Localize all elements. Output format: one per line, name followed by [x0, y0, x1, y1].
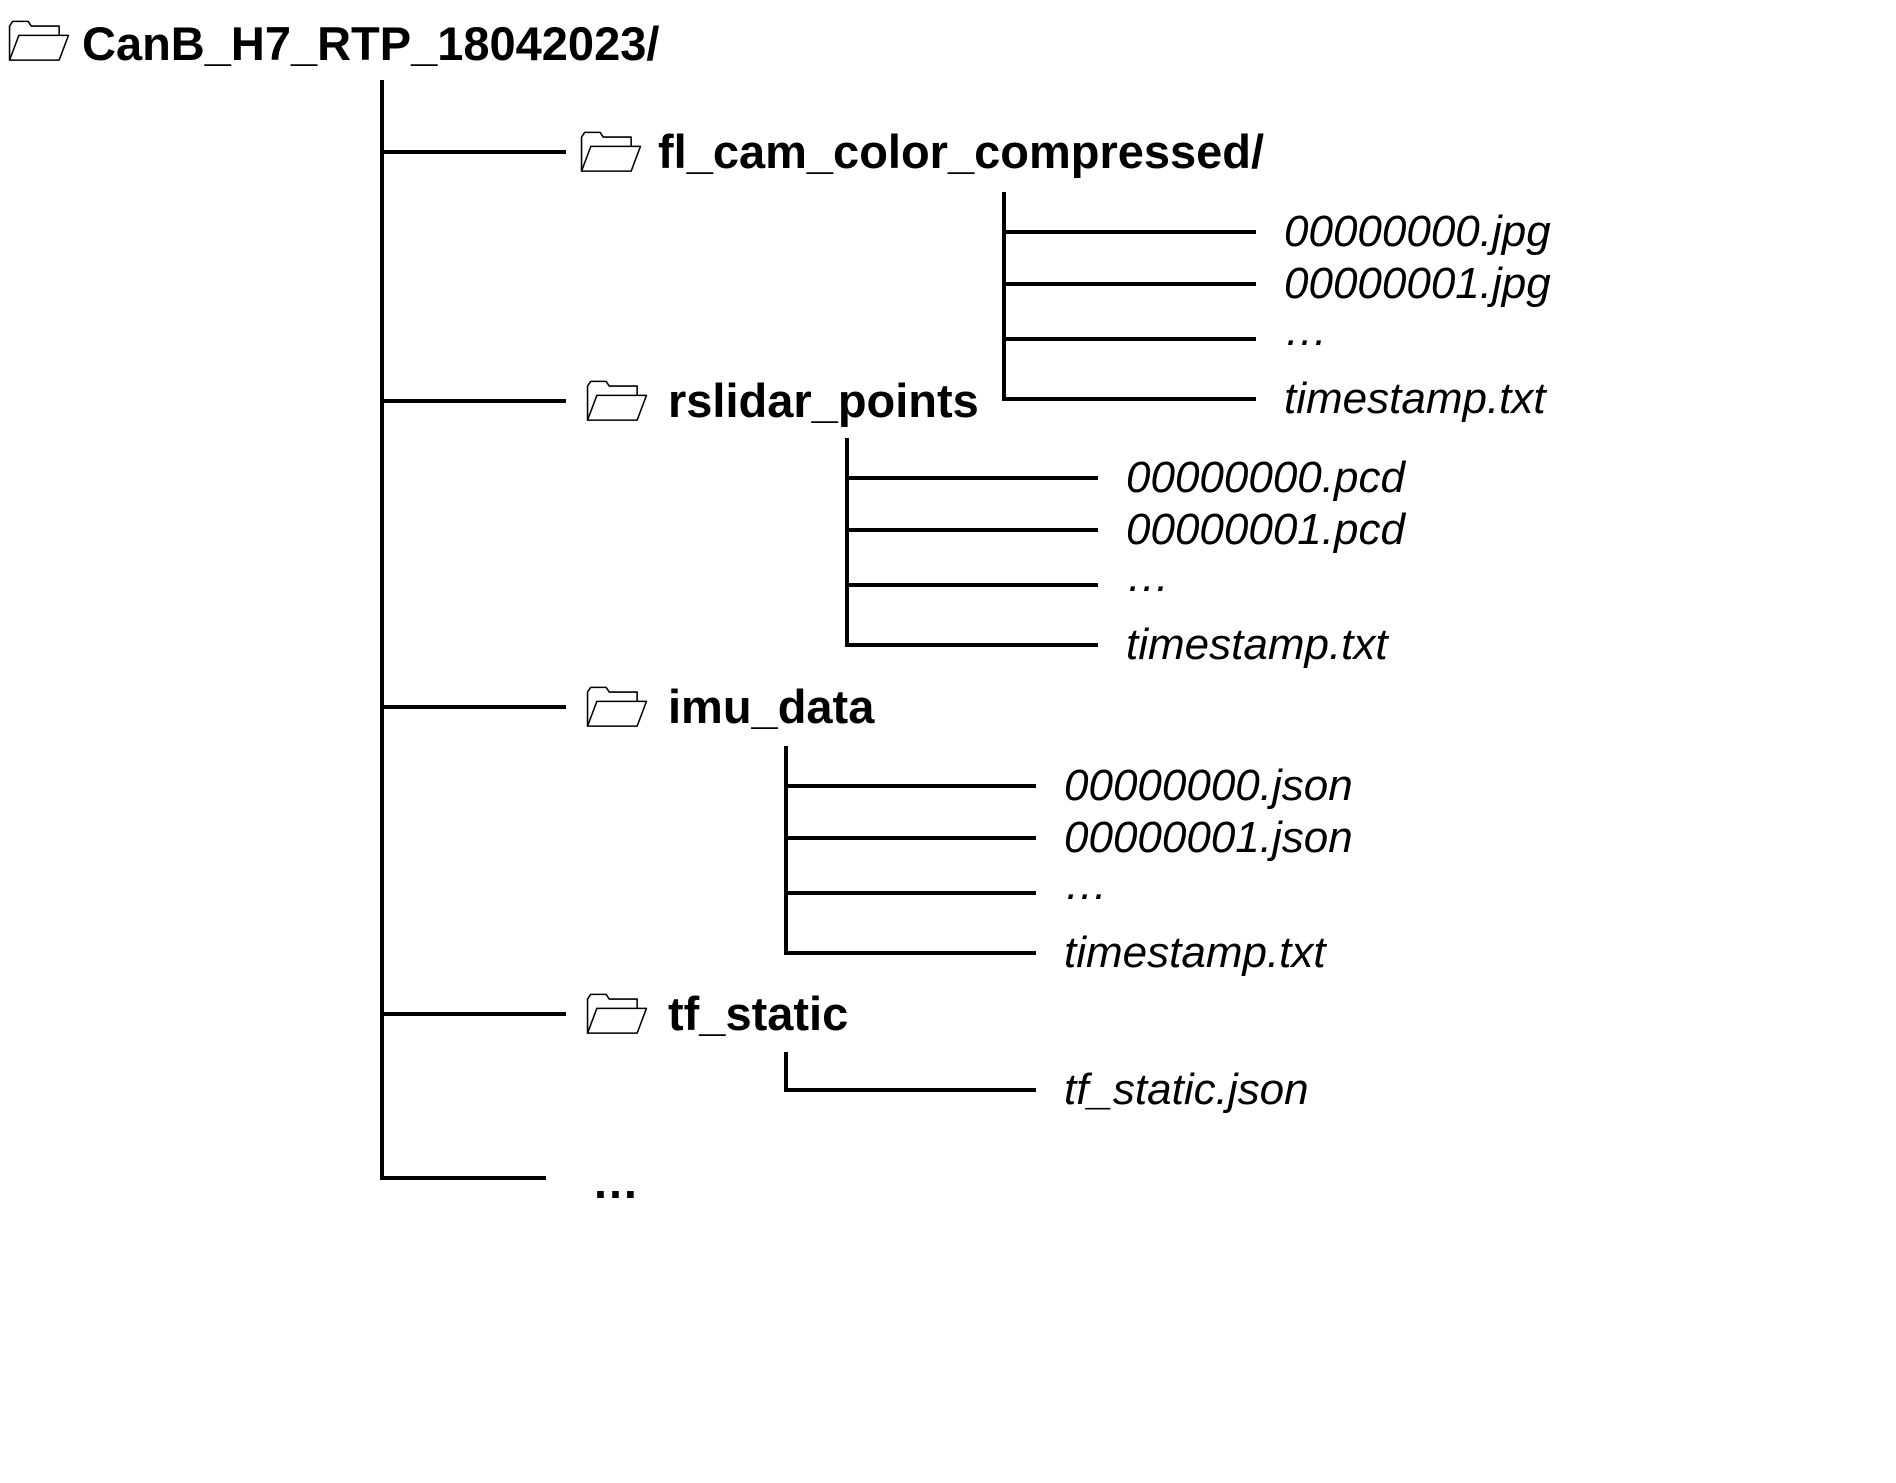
root-tree-trunk [380, 80, 384, 1180]
file-label-0-0: 00000000.jpg [1284, 207, 1551, 256]
more-ellipsis: … [592, 1155, 639, 1208]
file-branch-1-2 [845, 583, 1098, 587]
folder-icon-3 [586, 990, 648, 1036]
file-label-2-0: 00000000.json [1064, 761, 1353, 810]
file-branch-2-2 [784, 891, 1036, 895]
folder-open-svg [8, 20, 70, 61]
dir-label-0: fl_cam_color_compressed/ [658, 125, 1265, 178]
file-label-3-0: tf_static.json [1064, 1065, 1309, 1114]
dir-branch-1 [380, 399, 566, 403]
file-label-1-0: 00000000.pcd [1126, 453, 1405, 502]
file-label-2-1: 00000001.json [1064, 813, 1353, 862]
file-branch-0-1 [1002, 282, 1256, 286]
dir-1-child-trunk [845, 438, 849, 647]
file-branch-1-3 [845, 643, 1098, 647]
file-label-0-1: 00000001.jpg [1284, 259, 1551, 308]
folder-icon-1 [586, 377, 648, 423]
dir-3-child-trunk [784, 1052, 788, 1092]
folder-open-svg [586, 993, 648, 1034]
file-ellipsis-2: … [1064, 860, 1108, 909]
folder-open-svg [586, 380, 648, 421]
dir-label-2: imu_data [668, 680, 875, 733]
file-branch-2-3 [784, 951, 1036, 955]
dir-0-child-trunk [1002, 192, 1006, 401]
file-label-0-3: timestamp.txt [1284, 374, 1546, 423]
dir-branch-2 [380, 705, 566, 709]
file-branch-0-3 [1002, 397, 1256, 401]
file-branch-2-1 [784, 836, 1036, 840]
file-branch-3-0 [784, 1088, 1036, 1092]
root-folder-label: CanB_H7_RTP_18042023/ [82, 17, 660, 70]
file-ellipsis-1: … [1126, 552, 1170, 601]
dir-2-child-trunk [784, 746, 788, 955]
file-branch-1-1 [845, 528, 1098, 532]
file-branch-2-0 [784, 784, 1036, 788]
file-label-2-3: timestamp.txt [1064, 928, 1326, 977]
dir-label-3: tf_static [668, 987, 849, 1040]
dir-branch-3 [380, 1012, 566, 1016]
root-folder-icon [8, 18, 70, 62]
file-branch-1-0 [845, 476, 1098, 480]
dir-branch-0 [380, 150, 566, 154]
folder-icon-2 [586, 683, 648, 729]
more-branch [380, 1176, 546, 1180]
folder-open-svg [586, 686, 648, 727]
file-label-1-3: timestamp.txt [1126, 620, 1388, 669]
file-branch-0-2 [1002, 337, 1256, 341]
dir-label-1: rslidar_points [668, 374, 979, 427]
folder-icon-0 [580, 128, 642, 174]
folder-open-svg [580, 131, 642, 172]
file-branch-0-0 [1002, 230, 1256, 234]
file-ellipsis-0: … [1284, 306, 1328, 355]
file-label-1-1: 00000001.pcd [1126, 505, 1405, 554]
